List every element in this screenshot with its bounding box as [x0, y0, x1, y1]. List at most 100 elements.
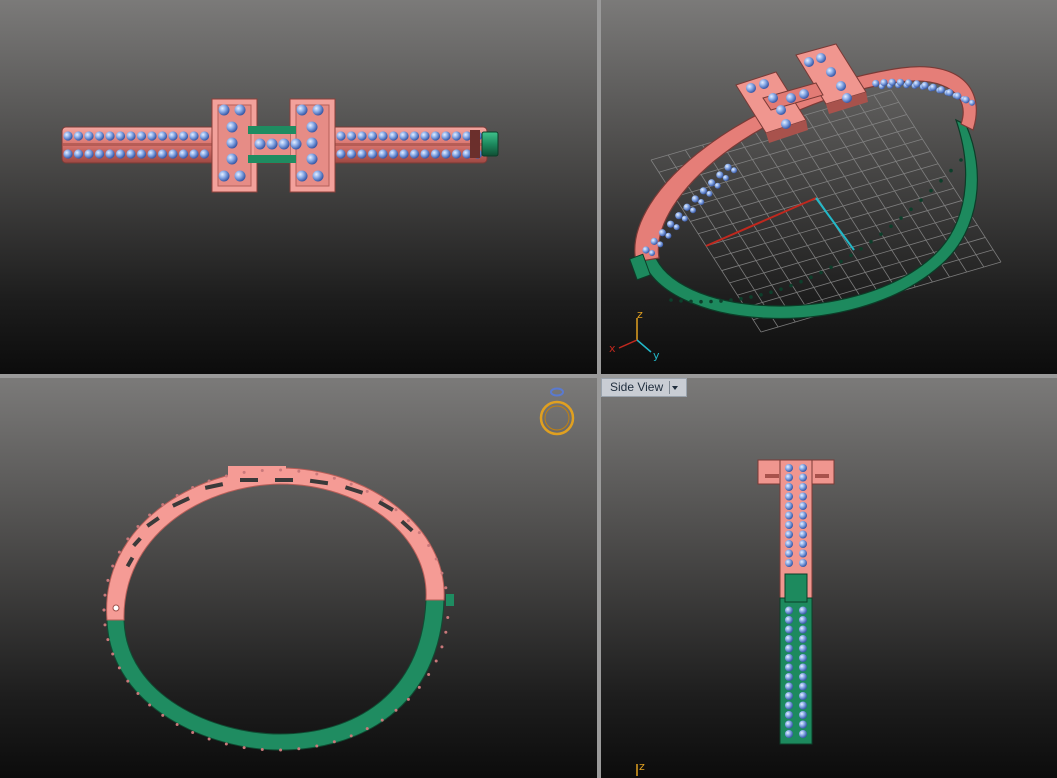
view-label-text: Side View [610, 380, 664, 394]
band-dot [444, 630, 448, 634]
hole [699, 299, 703, 304]
gem [904, 79, 913, 87]
gem [199, 131, 210, 141]
band-dot [440, 645, 444, 649]
axis-z-label: z [637, 308, 643, 321]
hole [959, 158, 963, 162]
band-dot [102, 608, 106, 612]
gem [799, 644, 807, 653]
gem [378, 149, 388, 159]
gem [157, 149, 168, 159]
gem [312, 170, 324, 182]
gem [388, 131, 399, 141]
gem [799, 616, 807, 624]
band-dot [315, 472, 319, 476]
band-dot [103, 623, 107, 627]
hole [859, 246, 863, 251]
gem [388, 149, 399, 159]
band-dot [417, 531, 421, 535]
band-dot [315, 744, 319, 748]
chevron-down-icon[interactable] [669, 381, 680, 394]
viewport-perspective[interactable]: z x y [601, 0, 1057, 374]
gem [929, 83, 937, 91]
viewport-top[interactable] [0, 0, 597, 374]
gem [896, 78, 904, 86]
gem [724, 163, 732, 171]
gem [799, 654, 807, 662]
gem [136, 149, 147, 159]
gem [962, 96, 970, 104]
axis-triad: z x y [609, 308, 660, 362]
viewport-side[interactable]: Side View z [601, 378, 1057, 778]
band-slot [400, 519, 414, 533]
hole [829, 265, 833, 270]
view-label-dropdown[interactable]: Side View [601, 378, 688, 397]
gem [786, 93, 796, 103]
gem [799, 511, 807, 520]
gem [799, 473, 807, 482]
gem [785, 625, 793, 634]
hole [739, 296, 743, 301]
band-dot [242, 470, 246, 474]
gem [115, 131, 126, 141]
hole [849, 253, 853, 258]
band-dot [365, 489, 369, 493]
gem [94, 149, 105, 159]
gem [357, 149, 367, 159]
band-dot [427, 673, 431, 677]
gem [785, 635, 793, 643]
gem [254, 138, 266, 150]
gem [441, 131, 451, 141]
gem [399, 149, 409, 159]
gem [799, 730, 807, 738]
band-dot [111, 652, 115, 656]
gem [63, 131, 73, 141]
gem [799, 663, 807, 672]
band-dot [260, 468, 264, 472]
ring-view-icon[interactable] [535, 384, 579, 440]
gem [234, 170, 246, 182]
gem [888, 78, 896, 86]
gem [336, 149, 346, 159]
gem [954, 92, 962, 100]
gem [690, 207, 697, 214]
gem [785, 511, 793, 520]
gem [785, 673, 793, 681]
band-dot [106, 638, 110, 642]
gem [430, 149, 441, 159]
band-dot [148, 513, 152, 517]
gem [785, 701, 793, 710]
hole [919, 198, 923, 202]
band-dot [117, 550, 121, 554]
gem [357, 131, 367, 141]
gem [799, 692, 807, 700]
gem [399, 131, 409, 141]
hole [689, 299, 693, 304]
hole [819, 270, 823, 275]
gem [409, 149, 420, 159]
band-slot [171, 496, 191, 508]
band-slot [240, 478, 258, 482]
hole [779, 287, 783, 291]
gem [799, 464, 807, 472]
band-dot [260, 748, 264, 752]
gem [759, 79, 769, 89]
hole [869, 239, 873, 244]
hole [729, 298, 733, 302]
bracelet-front-view [102, 466, 454, 752]
gem [706, 190, 713, 197]
gem [699, 187, 708, 195]
gem [346, 131, 357, 141]
gem [336, 131, 346, 141]
gem [441, 149, 451, 159]
band-dot [207, 479, 211, 483]
band-dot [417, 685, 421, 689]
hole [809, 275, 813, 280]
gem [367, 149, 378, 159]
viewport-front[interactable] [0, 378, 597, 778]
hole [899, 216, 903, 220]
axis-x-label: x [609, 342, 616, 355]
band-dot [136, 691, 140, 695]
gem [785, 483, 793, 491]
gem [799, 530, 807, 539]
